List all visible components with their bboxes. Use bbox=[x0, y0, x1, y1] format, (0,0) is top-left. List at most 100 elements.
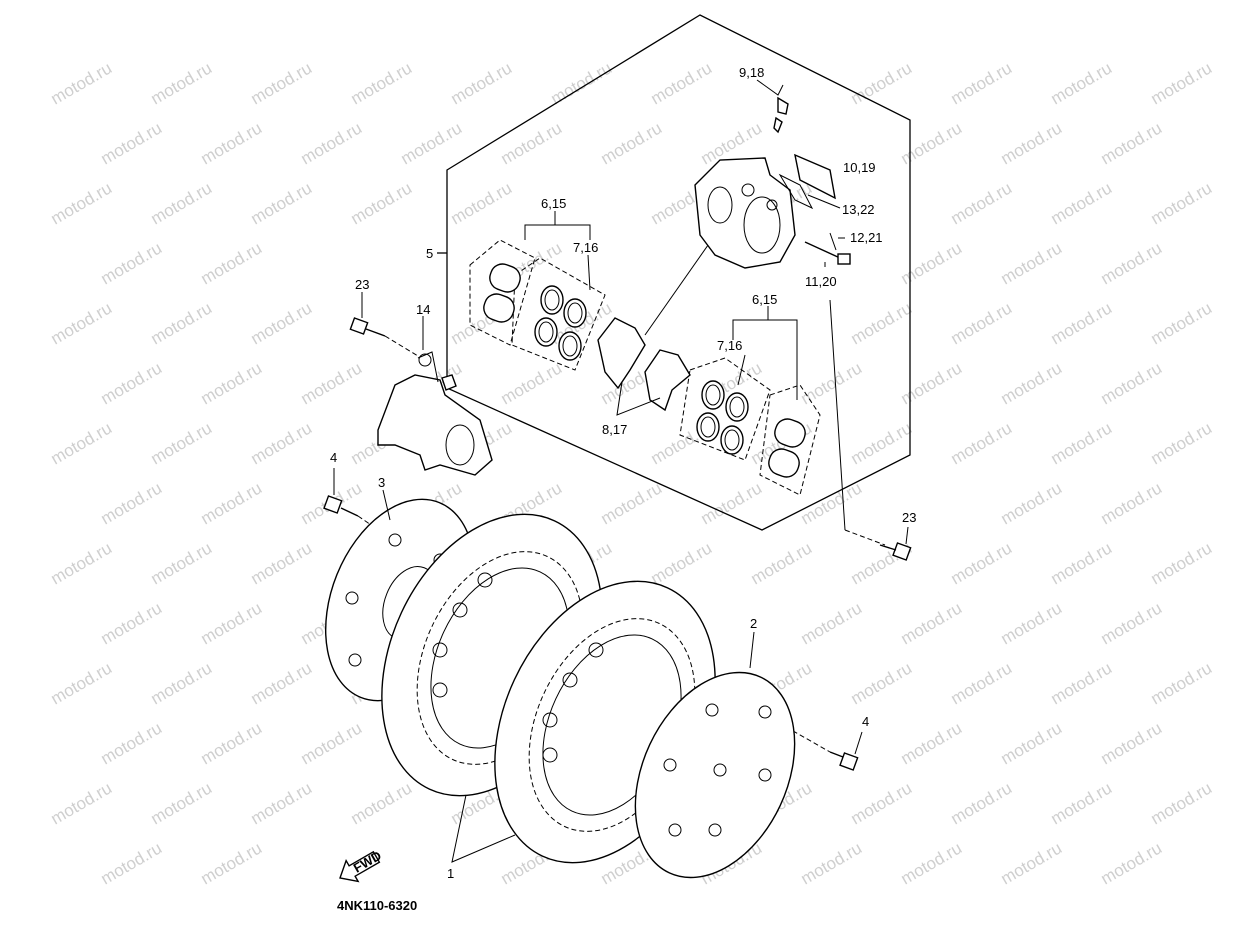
watermark-text: motod.ru bbox=[1098, 838, 1166, 888]
watermark-text: motod.ru bbox=[898, 118, 966, 168]
callout-14: 14 bbox=[416, 302, 430, 317]
callout-8-17: 8,17 bbox=[602, 422, 627, 437]
watermark-text: motod.ru bbox=[48, 538, 116, 588]
watermark-text: motod.ru bbox=[948, 778, 1016, 828]
watermark-text: motod.ru bbox=[798, 478, 866, 528]
watermark-text: motod.ru bbox=[48, 298, 116, 348]
piston-kit-top bbox=[469, 211, 606, 371]
watermark-text: motod.ru bbox=[1148, 418, 1216, 468]
watermark-text: motod.ru bbox=[98, 838, 166, 888]
watermark-text: motod.ru bbox=[598, 118, 666, 168]
watermark-text: motod.ru bbox=[1048, 178, 1116, 228]
watermark-text: motod.ru bbox=[1148, 58, 1216, 108]
watermark-text: motod.ru bbox=[148, 58, 216, 108]
watermark-text: motod.ru bbox=[48, 778, 116, 828]
watermark-text: motod.ru bbox=[348, 58, 416, 108]
callout-1: 1 bbox=[447, 866, 454, 881]
watermark-text: motod.ru bbox=[948, 538, 1016, 588]
watermark-text: motod.ru bbox=[298, 118, 366, 168]
watermark-text: motod.ru bbox=[798, 598, 866, 648]
watermark-text: motod.ru bbox=[248, 538, 316, 588]
watermark-text: motod.ru bbox=[998, 238, 1066, 288]
watermark-text: motod.ru bbox=[898, 718, 966, 768]
watermark-text: motod.ru bbox=[898, 238, 966, 288]
watermark-text: motod.ru bbox=[498, 358, 566, 408]
watermark-text: motod.ru bbox=[1048, 58, 1116, 108]
callout-6-15-bottom: 6,15 bbox=[752, 292, 777, 307]
watermark-text: motod.ru bbox=[348, 778, 416, 828]
watermark-text: motod.ru bbox=[48, 178, 116, 228]
watermark-text: motod.ru bbox=[1098, 718, 1166, 768]
watermark-text: motod.ru bbox=[198, 718, 266, 768]
callout-2: 2 bbox=[750, 616, 757, 631]
callout-23-left: 23 bbox=[355, 277, 369, 292]
watermark-text: motod.ru bbox=[98, 358, 166, 408]
watermark-text: motod.ru bbox=[298, 358, 366, 408]
watermark-text: motod.ru bbox=[848, 658, 916, 708]
brake-pads bbox=[597, 227, 721, 416]
callout-5: 5 bbox=[426, 246, 433, 261]
watermark-text: motod.ru bbox=[998, 838, 1066, 888]
watermark-text: motod.ru bbox=[498, 118, 566, 168]
watermark-text: motod.ru bbox=[148, 538, 216, 588]
callout-6-15-top: 6,15 bbox=[541, 196, 566, 211]
watermark-text: motod.ru bbox=[148, 178, 216, 228]
watermark-text: motod.ru bbox=[1098, 238, 1166, 288]
watermark-text: motod.ru bbox=[48, 58, 116, 108]
watermark-text: motod.ru bbox=[48, 658, 116, 708]
watermark-text: motod.ru bbox=[848, 58, 916, 108]
watermark-text: motod.ru bbox=[748, 538, 816, 588]
watermark-text: motod.ru bbox=[998, 358, 1066, 408]
watermark-text: motod.ru bbox=[148, 418, 216, 468]
watermark-text: motod.ru bbox=[148, 778, 216, 828]
watermark-text: motod.ru bbox=[98, 478, 166, 528]
watermark-text: motod.ru bbox=[198, 238, 266, 288]
watermark-text: motod.ru bbox=[1098, 118, 1166, 168]
watermark-text: motod.ru bbox=[598, 478, 666, 528]
watermark-text: motod.ru bbox=[1148, 178, 1216, 228]
watermark-text: motod.ru bbox=[948, 58, 1016, 108]
callout-labels: 9,18 10,19 13,22 12,21 11,20 6,15 7,16 5… bbox=[330, 65, 916, 913]
watermark-text: motod.ru bbox=[1098, 358, 1166, 408]
fwd-arrow-icon: FWD bbox=[339, 848, 384, 883]
caliper-left bbox=[349, 292, 493, 476]
watermark-text: motod.ru bbox=[1148, 658, 1216, 708]
callout-3: 3 bbox=[378, 475, 385, 490]
watermark-text: motod.ru bbox=[98, 118, 166, 168]
fwd-label: FWD bbox=[351, 848, 384, 876]
callout-10-19: 10,19 bbox=[843, 160, 876, 175]
callout-7-16-bottom: 7,16 bbox=[717, 338, 742, 353]
watermark-text: motod.ru bbox=[898, 598, 966, 648]
callout-4-left: 4 bbox=[330, 450, 337, 465]
watermark-text: motod.ru bbox=[898, 358, 966, 408]
callout-12-21: 12,21 bbox=[850, 230, 883, 245]
callout-9-18: 9,18 bbox=[739, 65, 764, 80]
watermark-text: motod.ru bbox=[948, 658, 1016, 708]
cover-plate-2 bbox=[634, 631, 796, 879]
watermark-text: motod.ru bbox=[998, 478, 1066, 528]
watermark-text: motod.ru bbox=[1148, 538, 1216, 588]
watermark-text: motod.ru bbox=[448, 58, 516, 108]
watermark-text: motod.ru bbox=[848, 298, 916, 348]
watermark-text: motod.ru bbox=[898, 838, 966, 888]
watermark-text: motod.ru bbox=[1048, 538, 1116, 588]
watermark-text: motod.ru bbox=[798, 838, 866, 888]
watermark-text: motod.ru bbox=[1048, 298, 1116, 348]
watermark-text: motod.ru bbox=[198, 598, 266, 648]
watermark-text: motod.ru bbox=[948, 418, 1016, 468]
watermark-text: motod.ru bbox=[848, 418, 916, 468]
watermark-text: motod.ru bbox=[948, 178, 1016, 228]
watermark-text: motod.ru bbox=[998, 118, 1066, 168]
callout-11-20: 11,20 bbox=[805, 274, 837, 289]
watermark-text: motod.ru bbox=[1048, 658, 1116, 708]
watermark-text: motod.ru bbox=[848, 778, 916, 828]
watermark-text: motod.ru bbox=[1048, 778, 1116, 828]
watermark-text: motod.ru bbox=[1148, 778, 1216, 828]
callout-7-16-top: 7,16 bbox=[573, 240, 598, 255]
drawing-code: 4NK110-6320 bbox=[337, 898, 417, 913]
watermark-text: motod.ru bbox=[98, 718, 166, 768]
watermark-text: motod.ru bbox=[648, 58, 716, 108]
caliper-right bbox=[694, 79, 886, 546]
